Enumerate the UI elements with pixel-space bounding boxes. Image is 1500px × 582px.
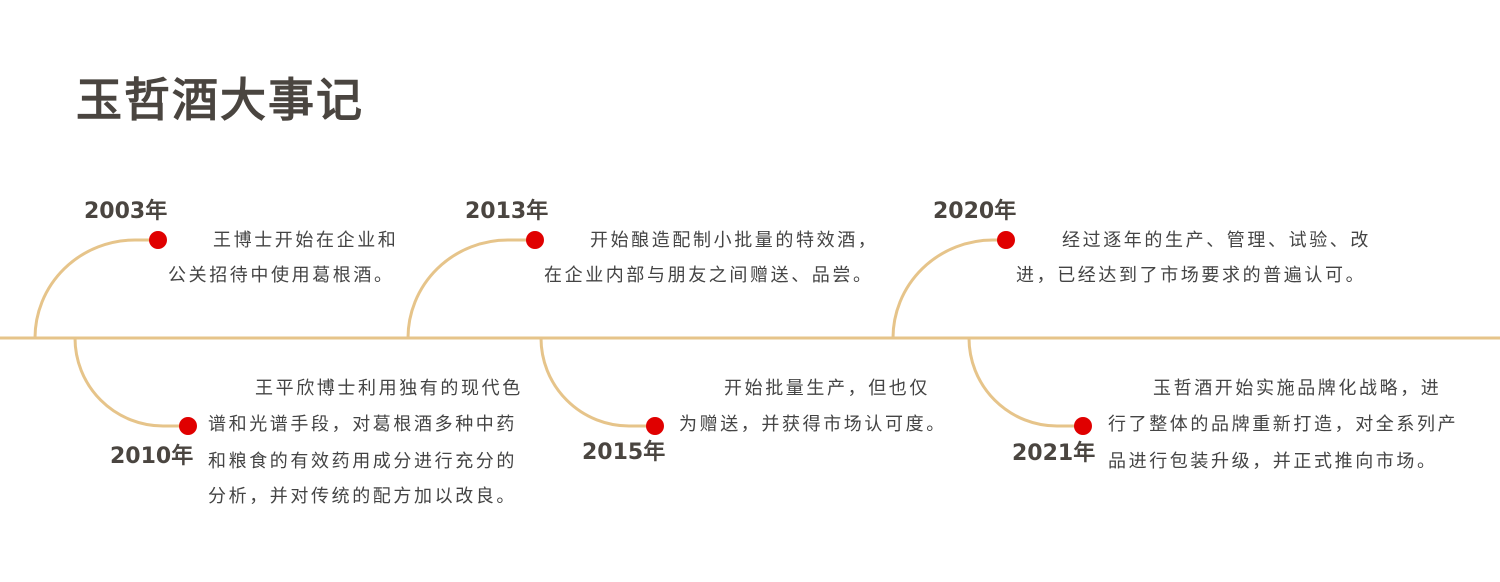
year-label: 2010年 xyxy=(110,444,194,469)
event-text: 品进行包装升级，并正式推向市场。 xyxy=(1108,451,1438,472)
event-text: 行了整体的品牌重新打造，对全系列产 xyxy=(1108,414,1459,435)
year-label: 2003年 xyxy=(84,199,168,224)
page-title: 玉哲酒大事记 xyxy=(76,73,364,127)
event-text: 进，已经达到了市场要求的普遍认可。 xyxy=(1016,265,1367,286)
connector-2021 xyxy=(967,337,1083,428)
event-text: 分析，并对传统的配方加以改良。 xyxy=(208,486,517,507)
connector-2015 xyxy=(539,337,655,428)
dot-2010 xyxy=(179,417,197,435)
event-text: 在企业内部与朋友之间赠送、品尝。 xyxy=(544,265,874,286)
dot-2015 xyxy=(646,417,664,435)
dot-2013 xyxy=(526,231,544,249)
year-label: 2021年 xyxy=(1012,441,1096,466)
dot-2020 xyxy=(997,231,1015,249)
connector-2020 xyxy=(891,238,1006,339)
year-label: 2020年 xyxy=(933,199,1017,224)
connector-2010 xyxy=(73,337,188,428)
event-text: 开始批量生产，但也仅 xyxy=(724,378,930,399)
year-label: 2013年 xyxy=(465,199,549,224)
year-label: 2015年 xyxy=(582,440,666,465)
event-text: 玉哲酒开始实施品牌化战略，进 xyxy=(1153,378,1442,399)
event-text: 为赠送，并获得市场认可度。 xyxy=(679,414,947,435)
event-text: 和粮食的有效药用成分进行充分的 xyxy=(208,451,517,472)
dot-2003 xyxy=(149,231,167,249)
event-text: 王博士开始在企业和 xyxy=(213,230,399,251)
connector-2003 xyxy=(33,238,158,339)
connector-2013 xyxy=(406,238,535,339)
event-text: 开始酿造配制小批量的特效酒， xyxy=(590,230,879,251)
event-text: 谱和光谱手段，对葛根酒多种中药 xyxy=(208,414,517,435)
dot-2021 xyxy=(1074,417,1092,435)
event-text: 经过逐年的生产、管理、试验、改 xyxy=(1062,230,1371,251)
event-text: 公关招待中使用葛根酒。 xyxy=(168,265,395,286)
event-text: 王平欣博士利用独有的现代色 xyxy=(255,378,523,399)
